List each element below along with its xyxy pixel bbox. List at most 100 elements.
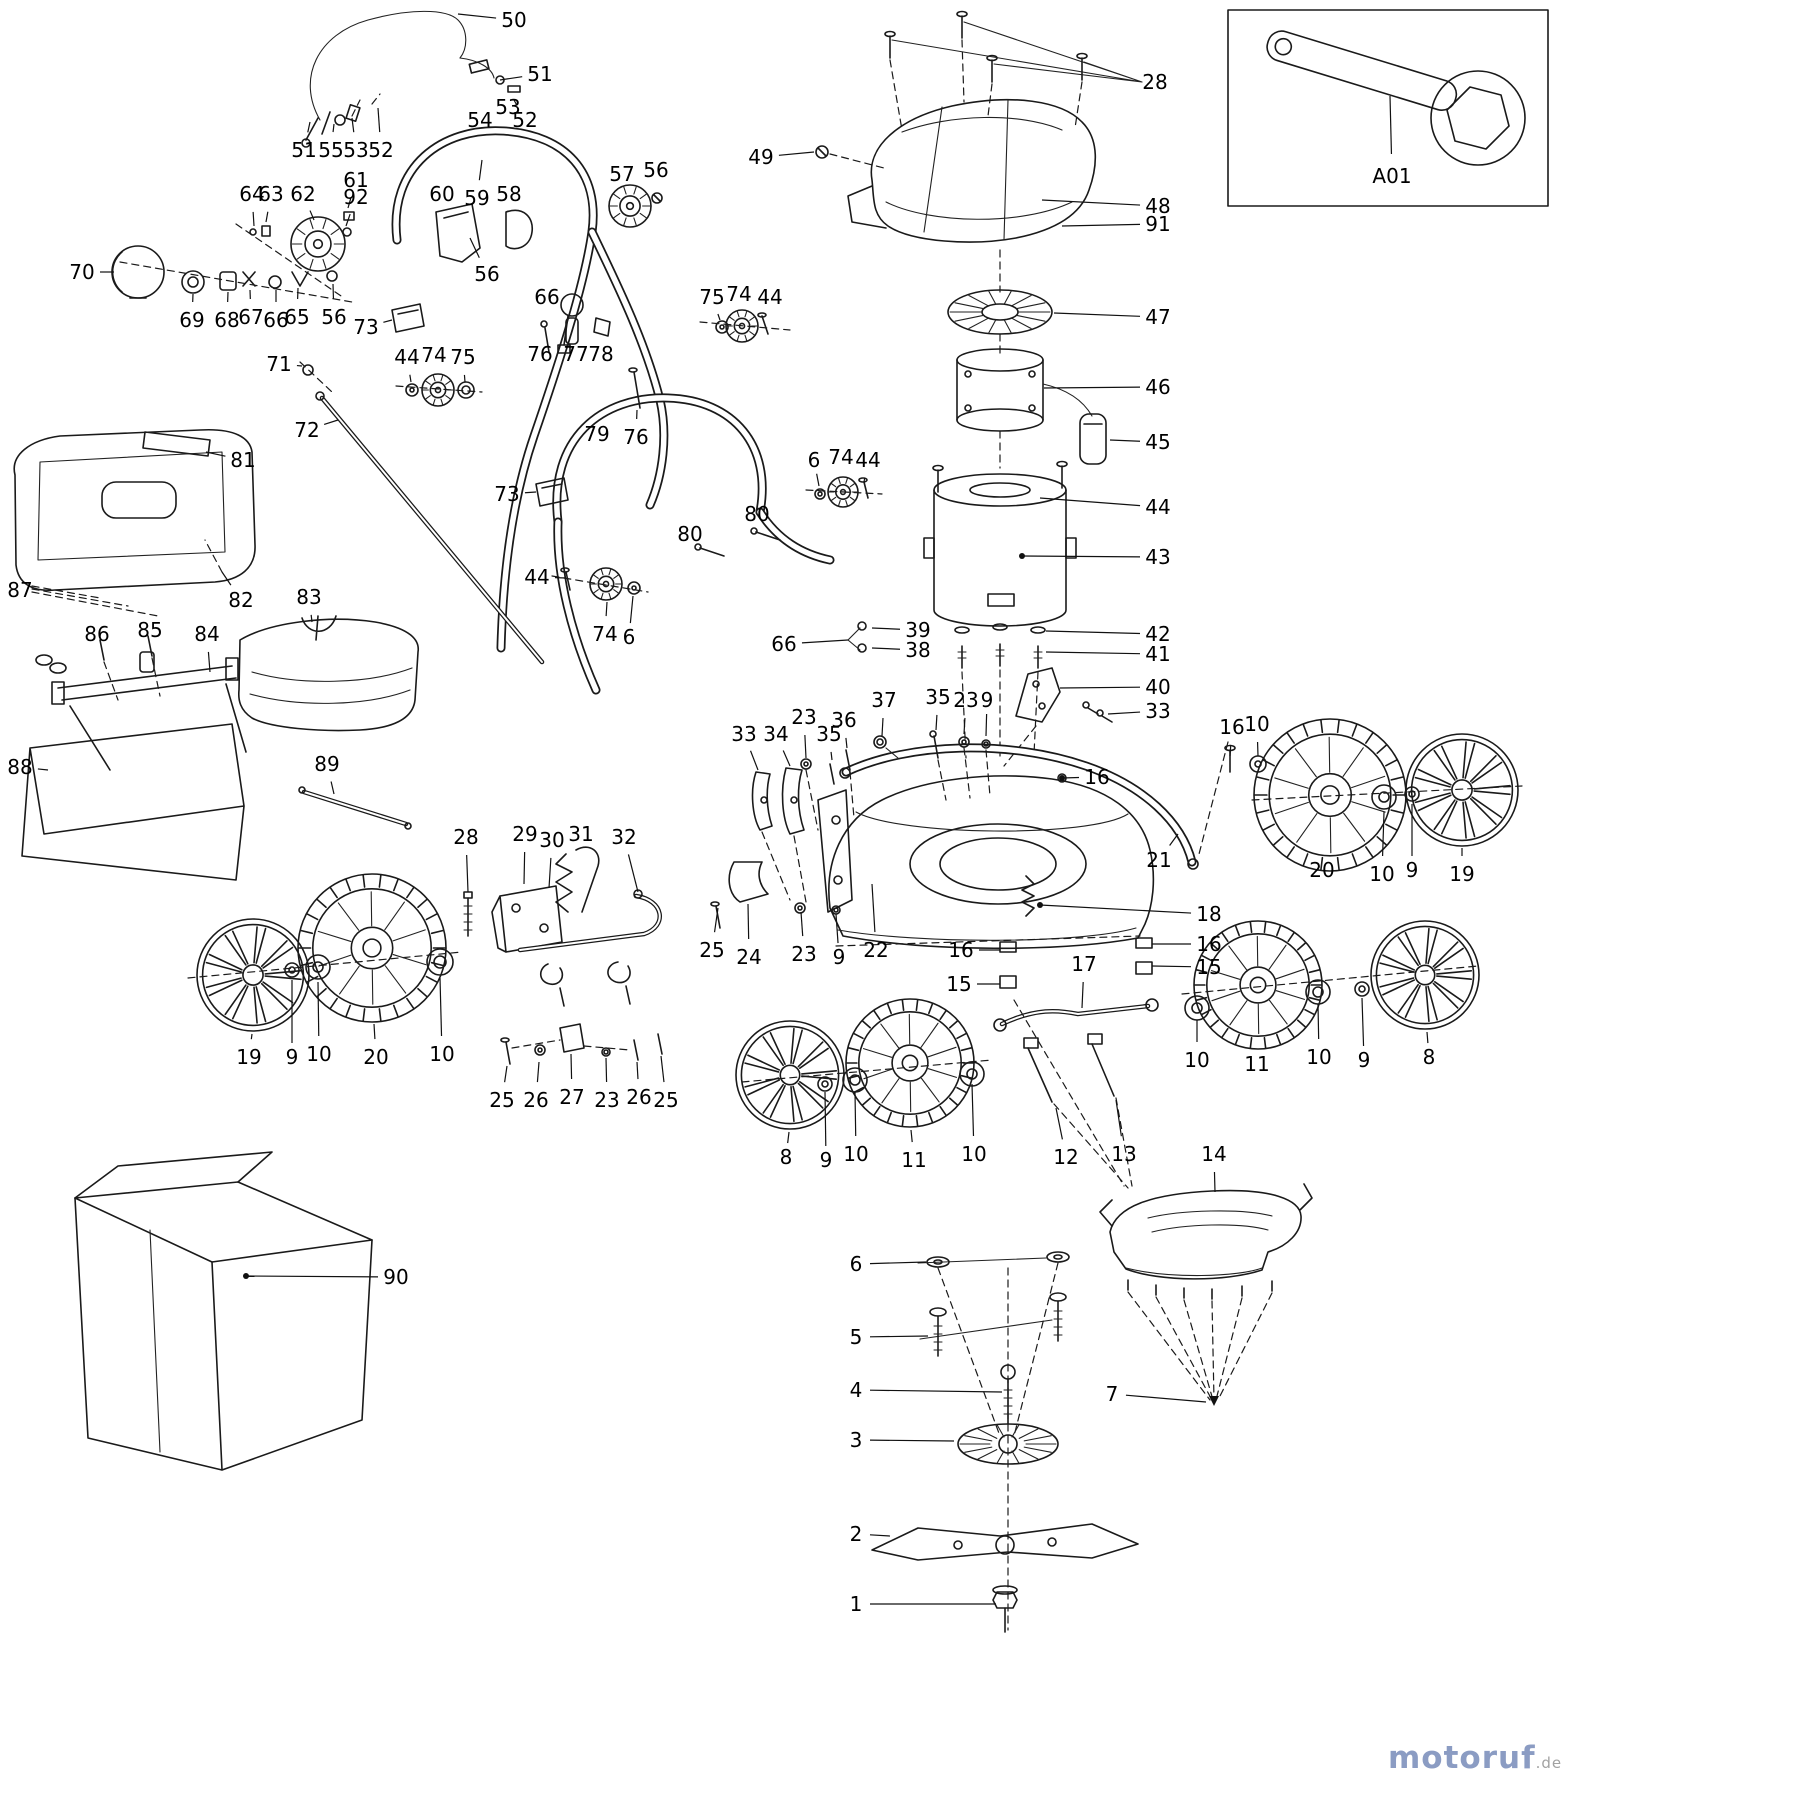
capacitor — [1079, 413, 1107, 465]
fan-blades — [959, 1424, 1057, 1464]
part-label-62: 62 — [290, 182, 315, 206]
part-label-15: 15 — [946, 972, 971, 996]
part-label-44: 44 — [394, 345, 419, 369]
rear-flap — [1099, 1183, 1313, 1406]
cooling-fan — [947, 289, 1053, 335]
part-label-89: 89 — [314, 752, 339, 776]
washer-part — [457, 381, 475, 399]
upper-handle — [391, 126, 669, 653]
part-label-18: 18 — [1196, 902, 1221, 926]
part-label-46: 46 — [1145, 375, 1170, 399]
part-label-80: 80 — [677, 522, 702, 546]
mid-hardware — [391, 293, 869, 653]
part-label-41: 41 — [1145, 642, 1170, 666]
part-label-76: 76 — [623, 425, 648, 449]
leader-line — [1229, 744, 1232, 757]
part-label-9: 9 — [981, 688, 994, 712]
part-label-35: 35 — [816, 722, 841, 746]
leader-line — [523, 851, 526, 885]
part-label-35: 35 — [925, 685, 950, 709]
gear-part — [290, 216, 346, 272]
leader-line — [499, 76, 523, 81]
leader-line — [307, 121, 311, 133]
leader-line — [636, 1061, 639, 1080]
part-label-20: 20 — [363, 1045, 388, 1069]
leader-line — [863, 477, 866, 483]
washer-part — [534, 1044, 546, 1056]
lever-bracket-29 — [491, 885, 563, 953]
part-label-6: 6 — [850, 1252, 863, 1276]
washer-part — [800, 758, 812, 770]
part-label-85: 85 — [137, 618, 162, 642]
leader-line — [801, 639, 849, 644]
leader-line — [845, 737, 848, 749]
part-label-34: 34 — [763, 722, 788, 746]
leader-line — [347, 197, 352, 209]
part-label-45: 45 — [1145, 430, 1170, 454]
watermark-logo: motoruf.de — [1388, 1740, 1562, 1776]
washer-part — [1371, 784, 1397, 810]
leader-line — [869, 1534, 891, 1537]
gear-part — [725, 309, 759, 343]
wrench-tool-icon — [1266, 30, 1526, 166]
part-label-9: 9 — [1358, 1048, 1371, 1072]
part-label-23: 23 — [791, 705, 816, 729]
wheel-tread — [845, 998, 975, 1128]
part-label-52: 52 — [368, 138, 393, 162]
part-label-32: 32 — [611, 825, 636, 849]
leader-line — [871, 627, 901, 630]
part-label-16: 16 — [1196, 932, 1221, 956]
part-label-25: 25 — [699, 938, 724, 962]
leader-line — [469, 237, 480, 258]
axis-dashes — [395, 321, 883, 593]
watermark-tld: .de — [1535, 1754, 1563, 1772]
part-label-73: 73 — [353, 315, 378, 339]
blade — [871, 1523, 1139, 1561]
part-label-66: 66 — [263, 308, 288, 332]
part-label-55: 55 — [318, 138, 343, 162]
leader-line — [985, 713, 988, 737]
part-label-44: 44 — [1145, 495, 1170, 519]
washer-part — [1354, 981, 1370, 997]
part-label-51: 51 — [527, 62, 552, 86]
part-label-16: 16 — [1084, 765, 1109, 789]
guide-rod — [299, 361, 545, 665]
grass-bag — [74, 1151, 373, 1471]
catcher-cover-group — [13, 428, 412, 881]
part-label-83: 83 — [296, 585, 321, 609]
leader-line — [1169, 833, 1179, 846]
leader-line — [1361, 997, 1365, 1047]
leader-line — [787, 1131, 790, 1144]
part-label-36: 36 — [831, 708, 856, 732]
leader-line — [317, 981, 320, 1037]
leader-line — [524, 491, 537, 494]
washer-part — [959, 1061, 985, 1087]
generated-wheels — [196, 184, 1519, 1464]
leader-line — [37, 768, 49, 771]
part-label-81: 81 — [230, 448, 255, 472]
leader-line — [869, 1335, 929, 1338]
part-label-53: 53 — [343, 138, 368, 162]
part-label-74: 74 — [421, 343, 446, 367]
leader-line — [466, 854, 469, 893]
part-label-50: 50 — [501, 8, 526, 32]
part-label-44: 44 — [524, 565, 549, 589]
part-label-2: 2 — [850, 1522, 863, 1546]
leader-line — [221, 571, 232, 586]
gear-part — [421, 373, 455, 407]
motor-housing — [933, 473, 1067, 507]
part-label-27: 27 — [559, 1085, 584, 1109]
part-label-29: 29 — [512, 822, 537, 846]
leader-line — [245, 1275, 379, 1278]
wheel-hubcap — [1370, 920, 1480, 1030]
leader-line — [1039, 497, 1141, 507]
part-label-37: 37 — [871, 688, 896, 712]
part-label-25: 25 — [489, 1088, 514, 1112]
leader-line — [1389, 95, 1393, 155]
leader-line — [869, 1261, 927, 1265]
part-label-60: 60 — [429, 182, 454, 206]
part-label-19: 19 — [1449, 862, 1474, 886]
part-label-16: 16 — [1219, 715, 1244, 739]
part-label-12: 12 — [1053, 1145, 1078, 1169]
